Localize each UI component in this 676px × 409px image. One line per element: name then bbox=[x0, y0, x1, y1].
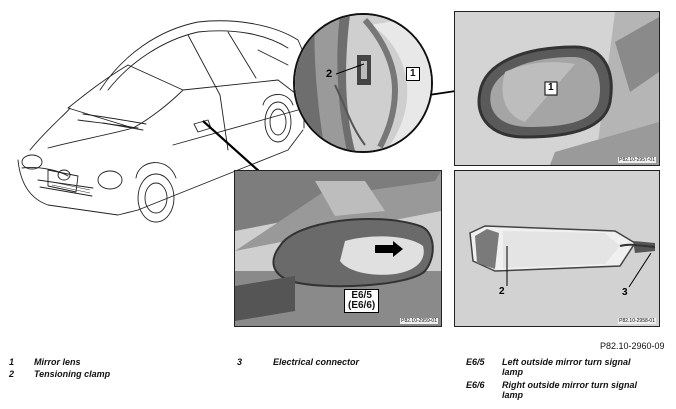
glass-callout-1: 1 bbox=[548, 82, 554, 93]
lamp-photo: 2 3 P82.10-2958-01 bbox=[454, 170, 660, 327]
lamp-callout-2: 2 bbox=[499, 286, 505, 297]
mirror-glass-photo: 1 P82.10-2957-01 bbox=[454, 11, 660, 166]
legend-key-2: 2 bbox=[9, 369, 15, 379]
legend-text-e66: Right outside mirror turn signal lamp bbox=[502, 380, 638, 400]
leader-line bbox=[202, 120, 262, 174]
legend-text-1: Mirror lens bbox=[34, 357, 81, 367]
legend-text-e65: Left outside mirror turn signal lamp bbox=[502, 357, 631, 377]
callout-line bbox=[336, 63, 365, 75]
lamp-callout-3: 3 bbox=[622, 287, 628, 298]
lamp-code: P82.10-2958-01 bbox=[618, 318, 656, 324]
callout-line bbox=[628, 252, 652, 288]
callout-line bbox=[506, 246, 508, 286]
circle-callout-2: 2 bbox=[326, 68, 333, 80]
figure-reference: P82.10-2960-09 bbox=[600, 341, 665, 351]
legend-key-e66: E6/6 bbox=[466, 380, 485, 390]
mirror-glass-code: P82.10-2957-01 bbox=[618, 157, 656, 163]
housing-callout: E6/5 (E6/6) bbox=[344, 289, 380, 313]
mirror-housing-photo: E6/5 (E6/6) P82.10-2959-01 bbox=[234, 170, 442, 327]
housing-callout-e65: E6/5 bbox=[351, 290, 372, 301]
detail-circle-photo bbox=[295, 15, 431, 151]
legend-key-e65: E6/5 bbox=[466, 357, 485, 367]
legend-text-2: Tensioning clamp bbox=[34, 369, 111, 379]
housing-callout-e66: (E6/6) bbox=[348, 300, 376, 311]
mirror-housing-code: P82.10-2959-01 bbox=[400, 318, 438, 324]
legend-text-3: Electrical connector bbox=[273, 357, 360, 367]
circle-callout-1: 1 bbox=[406, 67, 420, 81]
legend-key-3: 3 bbox=[237, 357, 243, 367]
detail-circle bbox=[293, 13, 433, 153]
legend-key-1: 1 bbox=[9, 357, 15, 367]
